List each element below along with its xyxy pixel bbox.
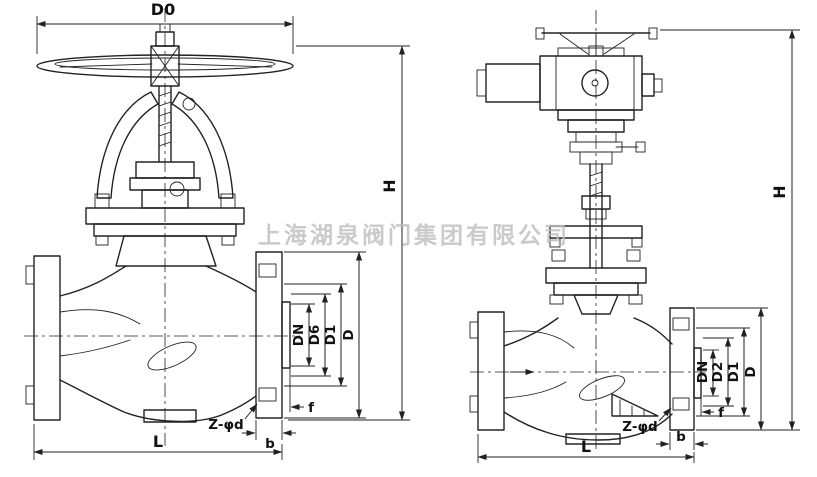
handwheel: [36, 23, 294, 87]
dim-bolt-right: Z-φd f b: [622, 398, 724, 450]
dim-label-dn-left: DN: [291, 324, 307, 347]
dim-l-right: L: [477, 434, 695, 463]
right-stem-and-yoke: [549, 163, 643, 269]
dim-label-d0: D0: [151, 0, 175, 19]
left-valve-centerlines: [24, 8, 300, 446]
stem-and-yoke: [96, 85, 234, 199]
dim-label-h-right: H: [770, 185, 789, 198]
dim-bolt-left: Z-φd f b: [208, 368, 314, 452]
dim-l-left: L: [33, 424, 283, 460]
valve-body: [25, 251, 291, 423]
right-valve-drawing: H DN D2 D1 D Z-φd f: [469, 10, 800, 463]
dim-label-d-right: D: [743, 366, 759, 377]
dim-flange-left: DN D6 D1 D: [284, 251, 366, 419]
dim-d0: D0: [36, 0, 294, 54]
dim-label-b-left: b: [265, 436, 275, 452]
right-valve-centerlines: [470, 10, 706, 452]
dim-label-f-left: f: [308, 400, 314, 416]
actuator-handwheel: [535, 27, 658, 57]
dim-label-dn-right: DN: [695, 361, 711, 384]
dim-label-d6-left: D6: [307, 325, 323, 346]
dim-label-f-right: f: [718, 405, 724, 421]
left-valve-drawing: D0 H DN D6 D1 D: [24, 0, 410, 460]
dim-label-b-right: b: [676, 429, 686, 445]
right-bonnet-flange: [545, 267, 647, 315]
dim-label-l-left: L: [153, 432, 163, 451]
watermark-text: 上海湖泉阀门集团有限公司: [258, 222, 570, 249]
dim-label-d1-left: D1: [323, 325, 339, 346]
dim-label-h-left: H: [380, 179, 399, 192]
dim-label-d2-right: D2: [710, 362, 726, 383]
actuator-column: [557, 109, 646, 165]
dim-label-zd-left: Z-φd: [208, 417, 243, 433]
right-valve-body: [469, 307, 702, 445]
electric-actuator: [476, 47, 663, 111]
bonnet-flange: [85, 193, 245, 267]
dim-label-l-right: L: [581, 437, 591, 456]
dim-label-zd-right: Z-φd: [622, 419, 657, 435]
dim-flange-right: DN D2 D1 D: [695, 307, 768, 431]
dim-label-d1-right: D1: [726, 362, 742, 383]
dim-h-left: H: [288, 45, 410, 421]
dim-label-d-left: D: [341, 329, 357, 340]
